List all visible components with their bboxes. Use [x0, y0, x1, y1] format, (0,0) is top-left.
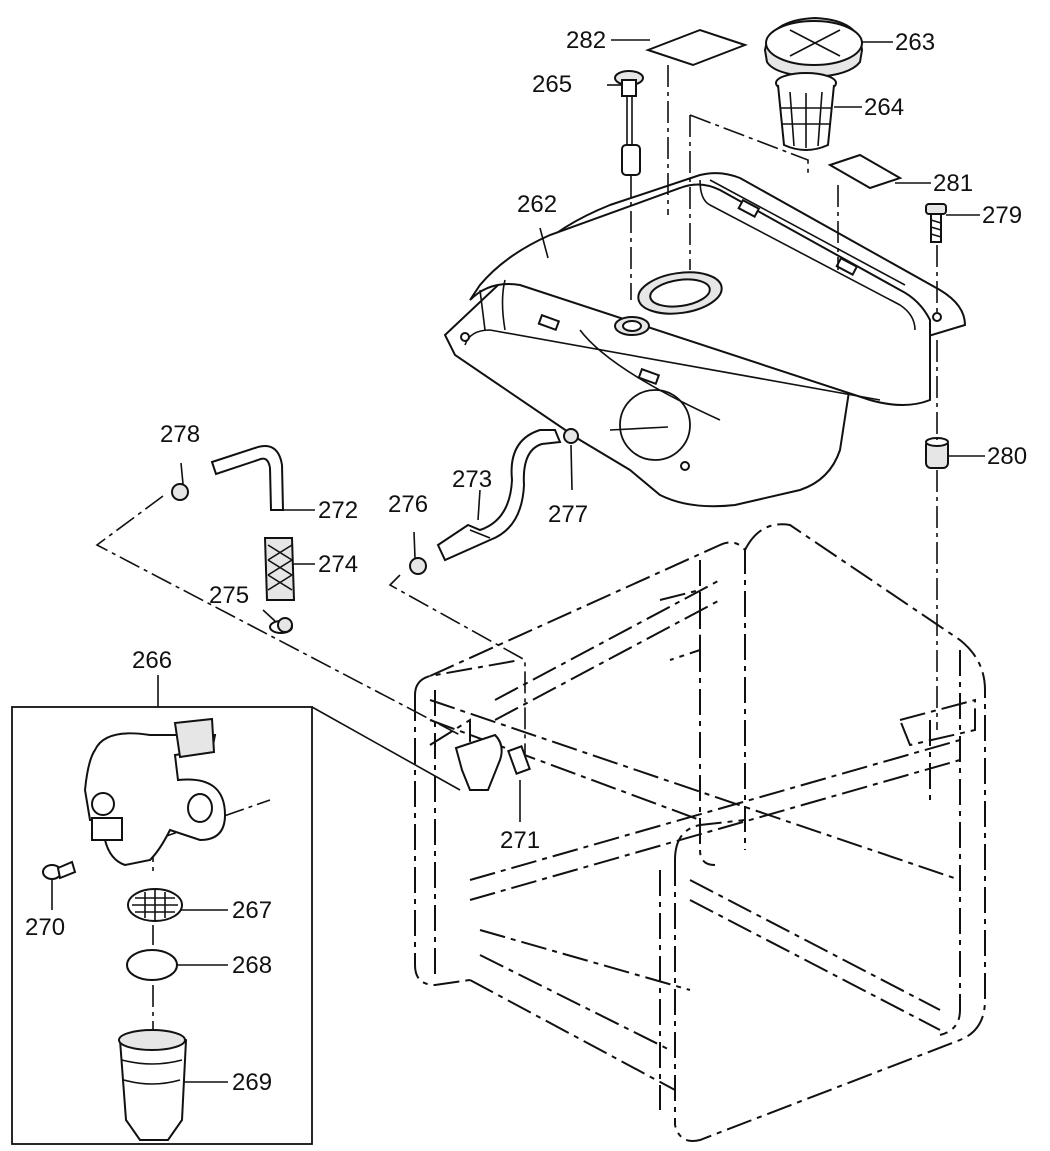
- callout-267: 267: [232, 897, 272, 924]
- labels: [645, 28, 903, 190]
- fuel-cock-inset: [11, 675, 461, 1145]
- callout-271: 271: [500, 827, 540, 854]
- frame-phantom: [414, 523, 986, 1142]
- callout-280: 280: [987, 443, 1027, 470]
- callout-273: 273: [452, 466, 492, 493]
- callout-275: 275: [209, 582, 249, 609]
- callout-264: 264: [864, 94, 904, 121]
- callout-262: 262: [517, 191, 557, 218]
- callout-281: 281: [933, 170, 973, 197]
- callout-274: 274: [318, 551, 358, 578]
- callout-282: 282: [566, 27, 606, 54]
- fuel-tank: [443, 172, 967, 508]
- hoses: [171, 428, 579, 634]
- callout-272: 272: [318, 497, 358, 524]
- callout-269: 269: [232, 1069, 272, 1096]
- callout-276: 276: [388, 491, 428, 518]
- label-282: [645, 28, 748, 67]
- centerlines: [95, 65, 938, 1030]
- callout-numbers: 282 263 265 264 281 262 279 278 280 273 …: [25, 27, 1027, 1096]
- callout-270: 270: [25, 914, 65, 941]
- bolt-and-cushion: [925, 203, 949, 469]
- fuel-cock-installed: [454, 733, 531, 791]
- callout-277: 277: [548, 501, 588, 528]
- callout-278: 278: [160, 421, 200, 448]
- fuel-strainer: [775, 72, 837, 151]
- callout-265: 265: [532, 71, 572, 98]
- callout-279: 279: [982, 202, 1022, 229]
- fuel-gauge: [614, 70, 644, 176]
- callout-266: 266: [132, 647, 172, 674]
- label-281: [827, 153, 903, 190]
- callout-268: 268: [232, 952, 272, 979]
- leader-lines: [51, 39, 985, 1083]
- fuel-cap: [763, 16, 864, 79]
- callout-263: 263: [895, 29, 935, 56]
